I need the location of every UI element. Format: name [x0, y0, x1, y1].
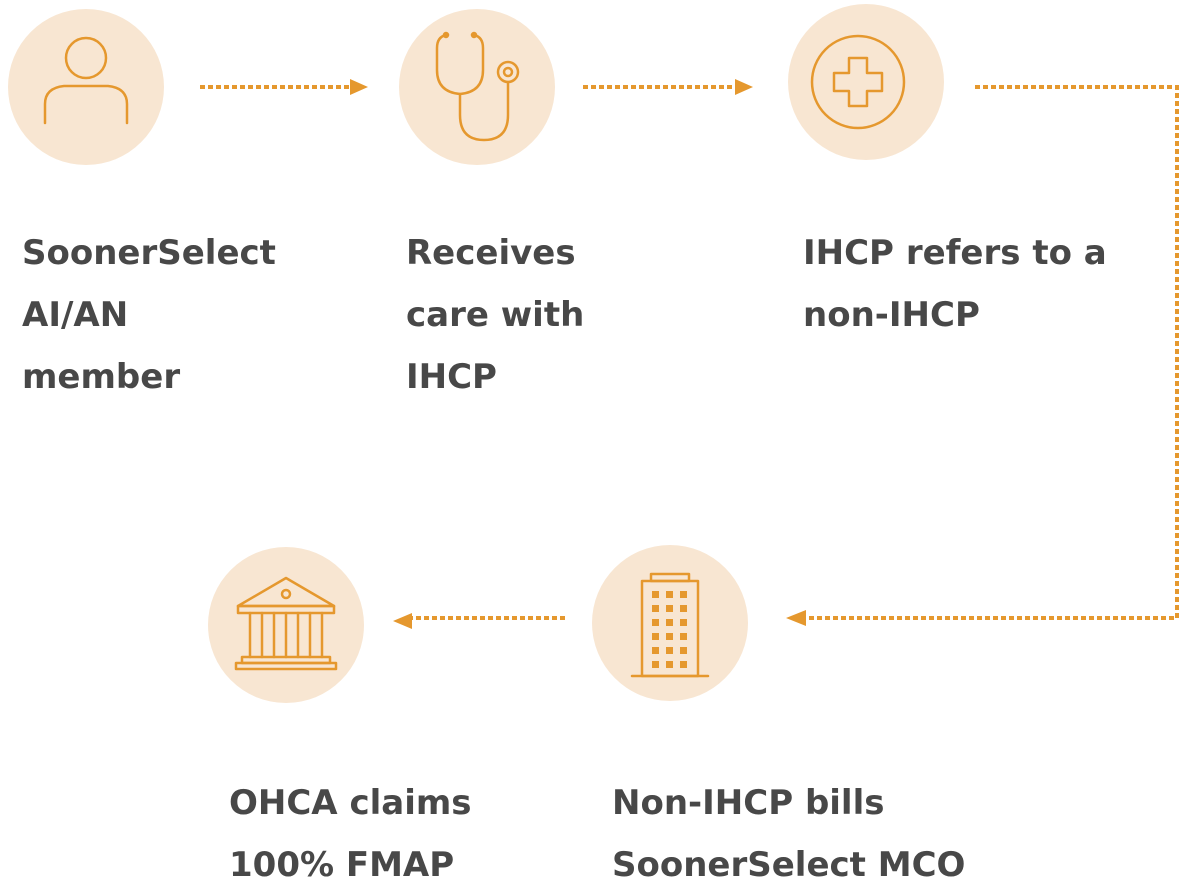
step-2-label-line: Receives — [406, 233, 576, 273]
step-5-label-line: 100% FMAP — [229, 845, 455, 885]
step-5-node — [208, 547, 364, 703]
stethoscope-icon — [435, 31, 520, 142]
step-3-label: IHCP refers to a non-IHCP — [803, 222, 1107, 346]
step-1-node — [8, 9, 164, 165]
step-2-label: Receives care with IHCP — [406, 222, 584, 408]
arrow-1-to-2 — [200, 79, 368, 95]
step-4-label-line: Non-IHCP bills — [612, 783, 885, 823]
step-1-label: SoonerSelect AI/AN member — [22, 222, 276, 408]
step-3-label-line: IHCP refers to a — [803, 233, 1107, 273]
person-icon — [43, 36, 129, 125]
step-4-node — [592, 545, 748, 701]
step-2-label-line: care with — [406, 295, 585, 335]
step-5-label: OHCA claims 100% FMAP — [229, 772, 472, 896]
government-building-icon — [234, 576, 338, 671]
step-1-label-line: member — [22, 357, 181, 397]
step-4-label: Non-IHCP bills SoonerSelect MCO — [612, 772, 965, 896]
office-building-icon — [630, 572, 710, 678]
step-4-label-line: SoonerSelect MCO — [612, 845, 966, 885]
arrow-4-to-5 — [393, 613, 565, 629]
step-3-label-line: non-IHCP — [803, 295, 980, 335]
step-5-label-line: OHCA claims — [229, 783, 472, 823]
step-1-label-line: SoonerSelect — [22, 233, 276, 273]
medical-cross-icon — [810, 34, 906, 130]
arrow-3-to-4 — [786, 85, 1179, 626]
step-1-label-line: AI/AN — [22, 295, 129, 335]
step-3-circle — [788, 4, 944, 160]
step-3-node — [788, 4, 944, 160]
step-2-node — [399, 9, 555, 165]
step-2-label-line: IHCP — [406, 357, 497, 397]
arrow-2-to-3 — [583, 79, 753, 95]
